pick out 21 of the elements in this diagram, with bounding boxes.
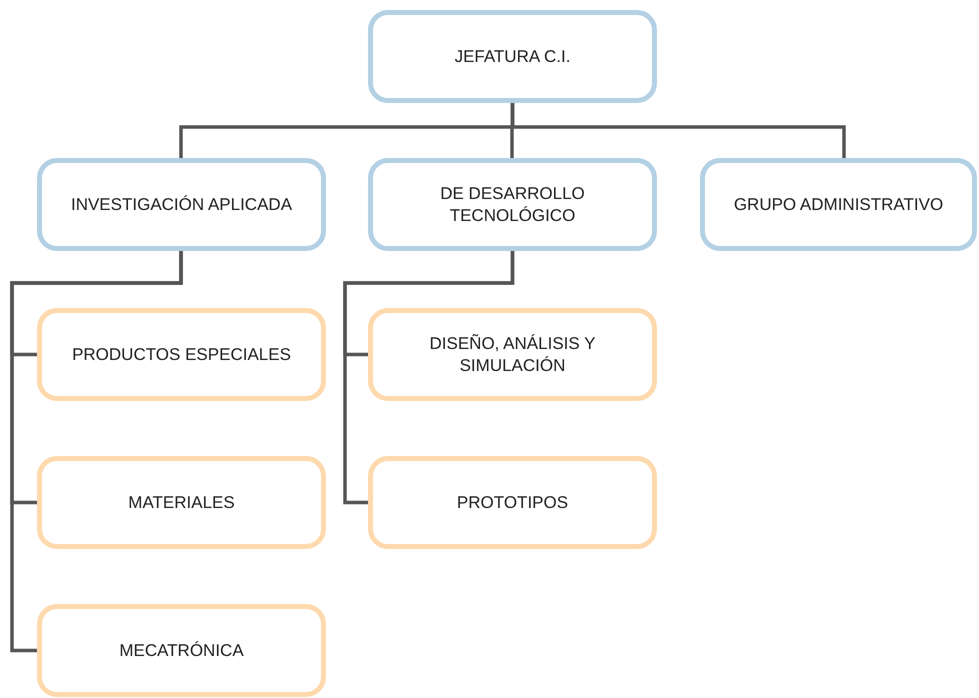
unit-name: GRUPO ADMINISTRATIVO <box>734 194 944 216</box>
unit-name: INVESTIGACIÓN APLICADA <box>70 194 292 216</box>
org-unit-box <box>37 308 326 401</box>
unit-name: JEFATURA C.I. <box>454 46 570 68</box>
connector-line <box>510 103 846 158</box>
org-unit-box <box>37 158 326 251</box>
unit-name: PROTOTIPOS <box>456 492 568 514</box>
org-unit-box <box>37 456 326 549</box>
unit-name: MATERIALES <box>128 492 235 514</box>
org-unit-box <box>368 158 657 251</box>
unit-name: DE DESARROLLO TECNOLÓGICO <box>439 182 586 226</box>
unit-name: MECATRÓNICA <box>119 640 244 662</box>
org-unit-box <box>37 604 326 697</box>
org-unit-box <box>368 308 657 401</box>
unit-name: DISEÑO, ANÁLISIS Y SIMULACIÓN <box>428 332 596 376</box>
unit-name: PRODUCTOS ESPECIALES <box>72 344 291 366</box>
connector-line <box>10 251 183 652</box>
connector-line <box>343 251 514 504</box>
org-unit-box <box>368 10 657 103</box>
org-unit-box <box>700 158 977 251</box>
org-unit-box <box>368 456 657 549</box>
